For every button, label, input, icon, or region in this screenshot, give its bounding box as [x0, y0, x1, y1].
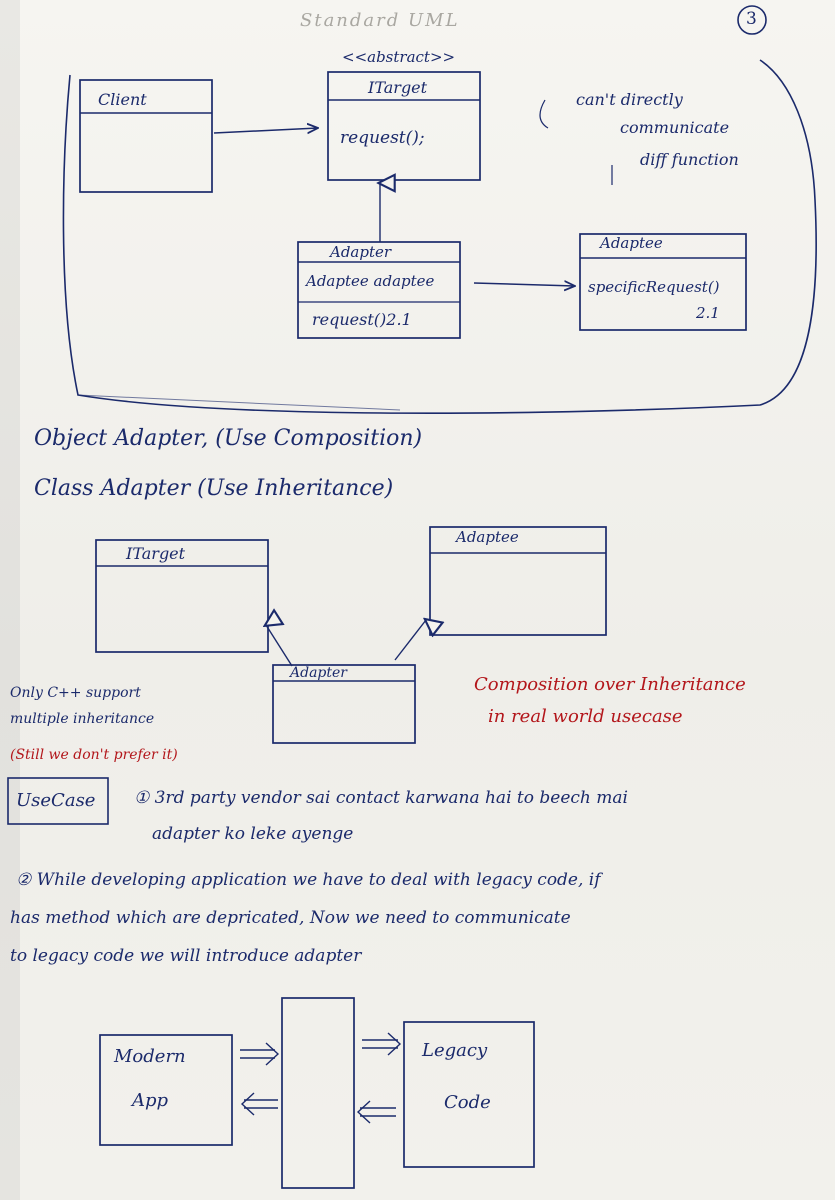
itarget-label: ITarget: [368, 78, 428, 97]
adapter-inherits-itarget-arrow: [266, 625, 293, 667]
legacy-label-line-2: Code: [444, 1092, 491, 1113]
class-adapter-box: [272, 664, 416, 744]
usecase-box: [7, 777, 109, 825]
legacy-label-line-1: Legacy: [422, 1040, 488, 1061]
page-number: 3: [746, 9, 757, 29]
abstract-stereotype: <<abstract>>: [342, 48, 456, 66]
modern-to-adapter-arrow: [240, 1042, 280, 1066]
class-adapter-label: Adapter: [290, 665, 347, 681]
adapter-field: Adaptee adaptee: [306, 272, 435, 290]
client-class-box: [79, 79, 213, 193]
usecase-item2-line3: to legacy code we will introduce adapter: [10, 946, 362, 966]
usecase-item2-line1: ② While developing application we have t…: [16, 870, 601, 890]
modern-label-line-1: Modern: [114, 1046, 186, 1067]
page-number-circle: [737, 5, 767, 35]
adapter-method: request()2.1: [312, 310, 412, 329]
adaptee-method: specificRequest(): [588, 278, 720, 296]
top-boundary-curve: [62, 59, 817, 414]
modern-app-box: [99, 1034, 233, 1146]
itarget-class-box: [327, 71, 481, 181]
class-adapter-heading: Class Adapter (Use Inheritance): [34, 476, 394, 501]
adapter-middle-box: [281, 997, 355, 1189]
page-title: Standard UML: [300, 10, 460, 31]
class-adaptee-label: Adaptee: [456, 528, 519, 546]
note-line-1: can't directly: [576, 90, 683, 109]
class-itarget-box: [95, 539, 269, 653]
legacy-code-box: [403, 1021, 535, 1168]
object-adapter-heading: Object Adapter, (Use Composition): [34, 426, 423, 451]
cpp-note-line-3: (Still we don't prefer it): [10, 747, 178, 763]
cpp-note-line-2: multiple inheritance: [10, 711, 155, 727]
note-line-3: diff function: [640, 150, 739, 169]
adapter-to-legacy-arrow: [362, 1032, 402, 1056]
adapter-to-modern-arrow: [240, 1092, 278, 1116]
class-adaptee-box: [429, 526, 607, 636]
usecase-label: UseCase: [16, 790, 96, 811]
modern-label-line-2: App: [132, 1090, 169, 1111]
adapter-inherits-adaptee-arrow: [394, 620, 426, 661]
adaptee-class-box: [579, 233, 747, 331]
usecase-item2-line2: has method which are depricated, Now we …: [10, 908, 571, 928]
client-uses-arrow: [213, 128, 318, 133]
class-itarget-label: ITarget: [126, 544, 186, 563]
note-line-2: communicate: [620, 118, 730, 137]
client-label: Client: [98, 90, 147, 109]
adapter-class-box: [297, 241, 461, 339]
composition-note-line-1: Composition over Inheritance: [474, 674, 746, 695]
adaptee-label: Adaptee: [600, 234, 663, 252]
usecase-item1-line2: adapter ko leke ayenge: [152, 824, 354, 844]
adaptee-method-suffix: 2.1: [696, 304, 720, 322]
page-edge-shadow: [0, 0, 20, 1200]
cpp-note-line-1: Only C++ support: [10, 685, 141, 701]
itarget-method: request();: [340, 128, 425, 148]
adapter-composes-adaptee-arrow: [473, 283, 575, 286]
legacy-to-adapter-arrow: [356, 1100, 396, 1124]
composition-note-line-2: in real world usecase: [488, 706, 683, 727]
usecase-item1-line1: ① 3rd party vendor sai contact karwana h…: [134, 788, 628, 808]
adapter-label: Adapter: [330, 243, 392, 261]
